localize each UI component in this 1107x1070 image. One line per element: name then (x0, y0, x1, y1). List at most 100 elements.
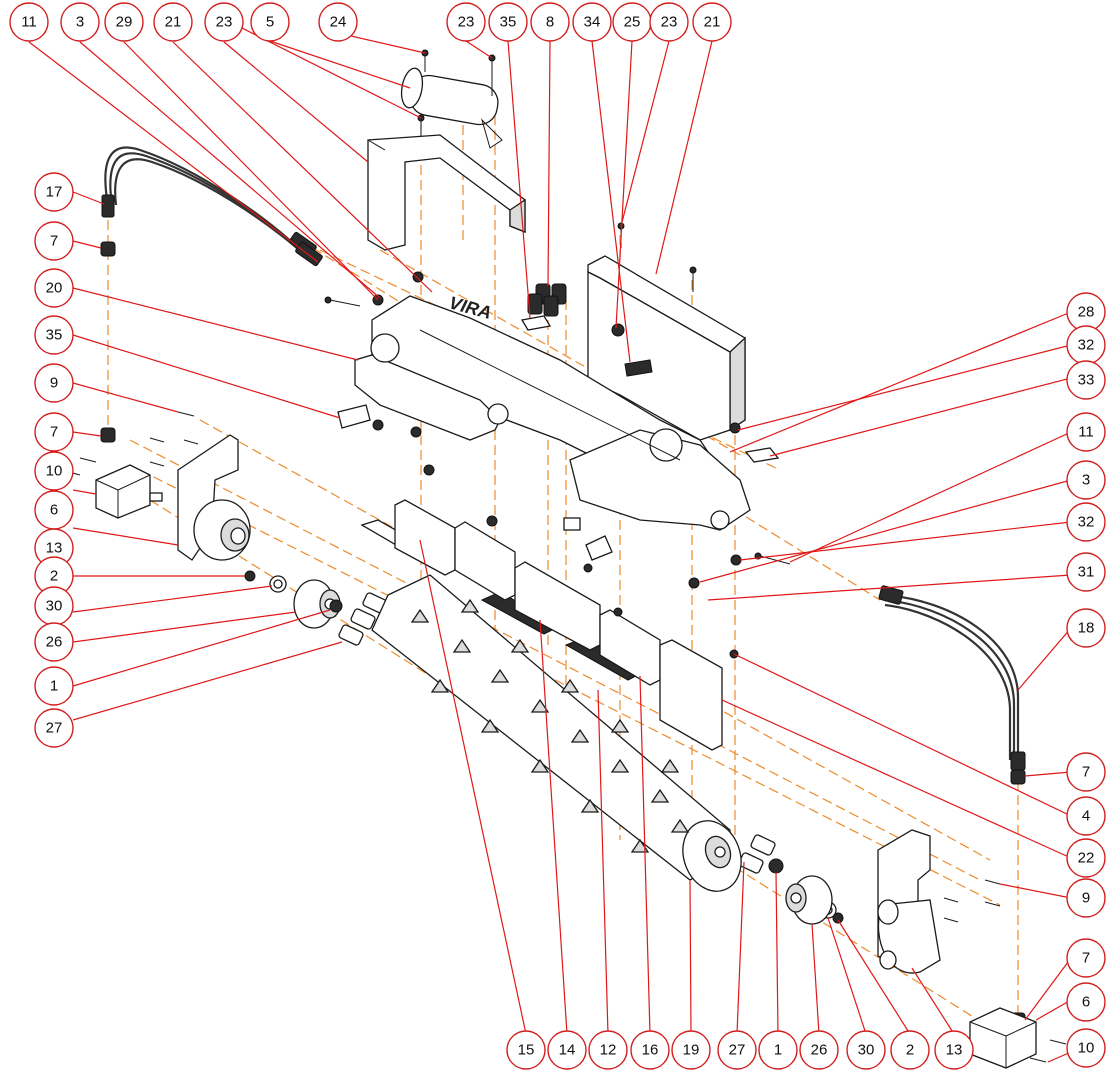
svg-text:12: 12 (600, 1042, 617, 1059)
callout-bubbles: 11 3 29 21 23 5 24 23 35 8 34 25 23 21 1… (9, 2, 1106, 1070)
callout-top-34: 34 (572, 2, 612, 42)
svg-text:5: 5 (266, 14, 274, 31)
main-frame-20 (354, 295, 751, 531)
hub-26-right (785, 875, 833, 925)
svg-text:23: 23 (216, 14, 233, 31)
callout-left-9: 9 (34, 363, 74, 403)
callout-right-32a: 32 (1066, 325, 1106, 365)
callout-top-3: 3 (60, 2, 100, 42)
svg-text:32: 32 (1078, 514, 1095, 531)
hydraulic-hose-18 (884, 593, 1020, 760)
callout-top-5: 5 (250, 2, 290, 42)
callout-top-23b: 23 (446, 2, 486, 42)
svg-text:19: 19 (683, 1042, 700, 1059)
svg-text:9: 9 (50, 375, 58, 392)
svg-text:30: 30 (858, 1042, 875, 1059)
svg-text:3: 3 (76, 14, 84, 31)
callout-bot-14: 14 (547, 1030, 587, 1070)
svg-text:13: 13 (46, 540, 63, 557)
callout-bot-26: 26 (799, 1030, 839, 1070)
callout-left-6: 6 (34, 490, 74, 530)
callout-right-33: 33 (1066, 360, 1106, 400)
callout-right-3: 3 (1066, 460, 1106, 500)
svg-text:26: 26 (46, 634, 63, 651)
callout-right-22: 22 (1066, 838, 1106, 878)
callout-left-2: 2 (34, 556, 74, 596)
callout-bot-12: 12 (588, 1030, 628, 1070)
svg-text:18: 18 (1078, 620, 1095, 637)
callout-top-21a: 21 (153, 2, 193, 42)
callout-left-30: 30 (34, 586, 74, 626)
callout-left-27: 27 (34, 708, 74, 748)
callout-bot-16: 16 (630, 1030, 670, 1070)
callout-right-4: 4 (1066, 796, 1106, 836)
svg-text:28: 28 (1078, 304, 1095, 321)
callout-top-11: 11 (9, 2, 49, 42)
svg-text:35: 35 (46, 327, 63, 344)
callout-left-26: 26 (34, 622, 74, 662)
svg-text:14: 14 (559, 1042, 576, 1059)
callout-right-9: 9 (1066, 878, 1106, 918)
svg-text:34: 34 (584, 14, 601, 31)
svg-text:20: 20 (46, 280, 63, 297)
svg-text:23: 23 (458, 14, 475, 31)
svg-text:21: 21 (165, 14, 182, 31)
callout-right-28: 28 (1066, 292, 1106, 332)
svg-text:11: 11 (1078, 424, 1094, 441)
callout-bot-19: 19 (671, 1030, 711, 1070)
svg-text:32: 32 (1078, 337, 1095, 354)
svg-text:9: 9 (1082, 890, 1090, 907)
callout-right-32b: 32 (1066, 502, 1106, 542)
fitting-cluster-8 (527, 283, 567, 317)
svg-text:1: 1 (774, 1042, 782, 1059)
callout-bot-15: 15 (506, 1030, 546, 1070)
svg-text:7: 7 (1082, 764, 1090, 781)
callout-top-23c: 23 (649, 2, 689, 42)
svg-text:2: 2 (50, 568, 58, 585)
svg-text:35: 35 (500, 14, 517, 31)
callout-bot-1: 1 (758, 1030, 798, 1070)
svg-text:7: 7 (50, 424, 58, 441)
svg-text:24: 24 (330, 14, 347, 31)
svg-text:1: 1 (50, 678, 58, 695)
svg-text:3: 3 (1082, 472, 1090, 489)
svg-text:11: 11 (21, 14, 37, 31)
side-plate-13-left (177, 434, 251, 561)
callout-top-21b: 21 (692, 2, 732, 42)
svg-text:8: 8 (546, 14, 554, 31)
svg-text:27: 27 (46, 720, 63, 737)
svg-text:23: 23 (661, 14, 678, 31)
callout-left-17: 17 (34, 172, 74, 212)
svg-text:26: 26 (811, 1042, 828, 1059)
svg-text:21: 21 (704, 14, 721, 31)
callout-bot-2: 2 (890, 1030, 930, 1070)
callout-top-35: 35 (488, 2, 528, 42)
callout-right-7b: 7 (1066, 938, 1106, 978)
leader-lines (28, 25, 1072, 1063)
wear-plates-22 (394, 499, 723, 751)
svg-text:16: 16 (642, 1042, 659, 1059)
svg-text:10: 10 (1078, 1040, 1095, 1057)
parts-artwork: VIRA (61, 49, 1067, 1069)
callout-right-31: 31 (1066, 552, 1106, 592)
callout-bot-13: 13 (934, 1030, 974, 1070)
svg-text:29: 29 (116, 14, 133, 31)
svg-text:17: 17 (46, 184, 63, 201)
callout-top-25: 25 (612, 2, 652, 42)
callout-bot-27: 27 (717, 1030, 757, 1070)
hydraulic-motor-6-left (95, 464, 163, 519)
muffler-5 (400, 67, 503, 149)
callout-right-18: 18 (1066, 608, 1106, 648)
callout-left-20: 20 (34, 268, 74, 308)
hydraulic-motor-6-right (969, 1007, 1037, 1069)
svg-text:7: 7 (1082, 950, 1090, 967)
svg-text:6: 6 (50, 502, 58, 519)
callout-bot-30: 30 (846, 1030, 886, 1070)
svg-text:15: 15 (518, 1042, 535, 1059)
callout-right-10: 10 (1066, 1028, 1106, 1068)
svg-text:10: 10 (46, 463, 63, 480)
svg-text:27: 27 (729, 1042, 746, 1059)
callout-left-7b: 7 (34, 412, 74, 452)
svg-text:22: 22 (1078, 850, 1095, 867)
